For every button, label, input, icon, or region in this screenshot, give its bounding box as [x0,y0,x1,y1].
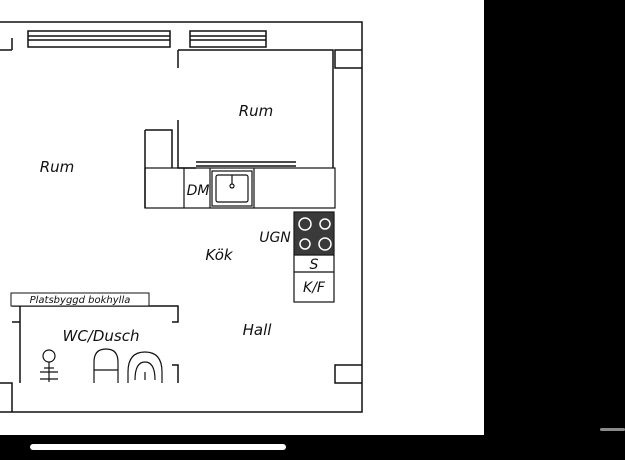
room-label-rum-left: Rum [40,158,75,176]
fixture-label-s: S [310,257,319,273]
washbasin-icon [127,351,163,383]
sink-icon [211,170,253,207]
toilet-icon [93,348,119,383]
room-label-bathroom: WC/Dusch [63,327,140,345]
fixture-label-dishwasher: DM [187,183,210,199]
shower-icon [40,349,58,382]
outer-walls [0,21,363,413]
home-indicator-bar[interactable] [30,444,286,450]
kitchen-counter [144,167,336,209]
fixture-label-oven: UGN [259,230,291,246]
bookshelf-box [10,292,150,307]
room-label-hall: Hall [243,321,273,339]
floor-plan: Rum Rum Kök Hall WC/Dusch DM UGN S K/F P… [0,21,363,413]
room-label-rum-right: Rum [239,102,274,120]
interior-walls [12,49,334,383]
fixture-label-fridge-freezer: K/F [303,280,326,296]
window-top-left [27,30,171,48]
room-label-kitchen: Kök [205,246,233,264]
side-handle[interactable] [600,428,625,431]
window-top-right [189,30,267,48]
fixture-label-bookshelf: Platsbyggd bokhylla [30,295,131,306]
stove-icon [293,211,335,256]
right-wall-opening [334,49,362,384]
floor-plan-panel: Rum Rum Kök Hall WC/Dusch DM UGN S K/F P… [0,0,484,435]
